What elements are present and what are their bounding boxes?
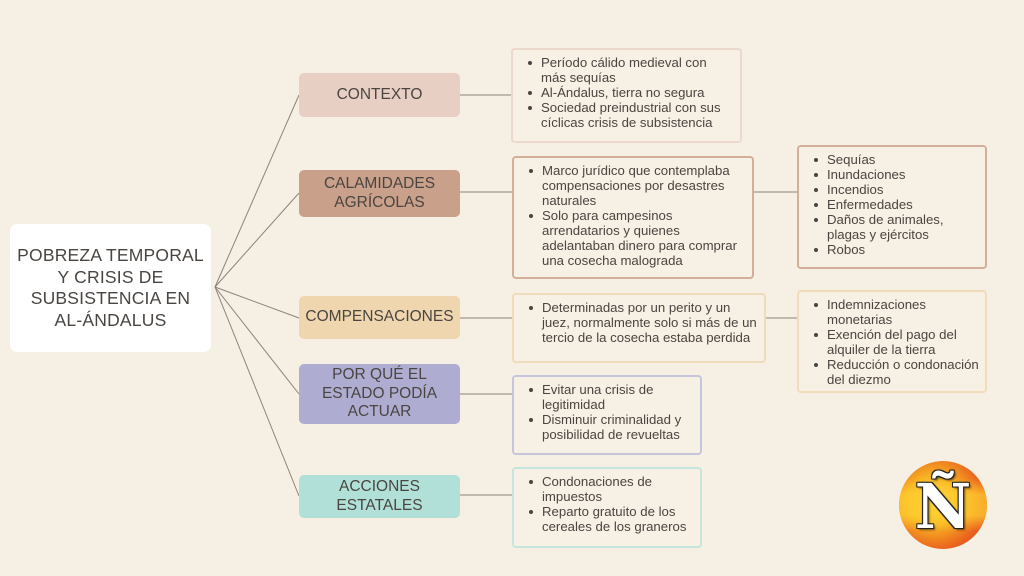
sub-detail-item: Daños de animales, plagas y ejércitos (814, 212, 979, 242)
sub-detail-item: Incendios (814, 182, 979, 197)
connector-main-por-que (214, 286, 300, 395)
category-compensaciones: COMPENSACIONES (299, 296, 460, 339)
category-contexto: CONTEXTO (299, 73, 460, 117)
connector-main-calamidades (214, 192, 300, 288)
sub-detail-item: Inundaciones (814, 167, 979, 182)
detail-item: Período cálido medieval con más sequías (528, 55, 734, 85)
sub-detail-item: Exención del pago del alquiler de la tie… (814, 327, 979, 357)
detail-item: Al-Ándalus, tierra no segura (528, 85, 734, 100)
enie-logo-icon: Ñ (899, 461, 987, 549)
details-calamidades: Marco jurídico que contemplaba compensac… (512, 156, 754, 279)
main-topic-label: POBREZA TEMPORAL Y CRISIS DE SUBSISTENCI… (17, 245, 204, 330)
sub-details-compensaciones: Indemnizaciones monetarias Exención del … (797, 290, 987, 393)
details-por-que: Evitar una crisis de legitimidad Disminu… (512, 375, 702, 455)
details-contexto: Período cálido medieval con más sequías … (511, 48, 742, 143)
sub-detail-item: Indemnizaciones monetarias (814, 297, 979, 327)
detail-item: Condonaciones de impuestos (529, 474, 694, 504)
sub-details-calamidades: Sequías Inundaciones Incendios Enfermeda… (797, 145, 987, 269)
connector-main-compensaciones (214, 286, 300, 319)
sub-detail-item: Sequías (814, 152, 979, 167)
detail-item: Reparto gratuito de los cereales de los … (529, 504, 694, 534)
sub-detail-item: Reducción o condonación del diezmo (814, 357, 979, 387)
detail-item: Disminuir criminalidad y posibilidad de … (529, 412, 694, 442)
detail-item: Determinadas por un perito y un juez, no… (529, 300, 757, 345)
sub-detail-item: Robos (814, 242, 979, 257)
details-compensaciones: Determinadas por un perito y un juez, no… (512, 293, 766, 363)
connector-main-contexto (214, 94, 300, 288)
detail-item: Solo para campesinos arrendatarios y qui… (529, 208, 746, 268)
detail-item: Evitar una crisis de legitimidad (529, 382, 694, 412)
detail-item: Marco jurídico que contemplaba compensac… (529, 163, 746, 208)
category-acciones-estatales: ACCIONES ESTATALES (299, 475, 460, 518)
detail-item: Sociedad preindustrial con sus cíclicas … (528, 100, 734, 130)
sub-detail-item: Enfermedades (814, 197, 979, 212)
category-calamidades-agricolas: CALAMIDADES AGRÍCOLAS (299, 170, 460, 217)
logo-glyph: Ñ (914, 470, 972, 543)
category-por-que-estado-actuar: POR QUÉ EL ESTADO PODÍA ACTUAR (299, 364, 460, 424)
details-acciones: Condonaciones de impuestos Reparto gratu… (512, 467, 702, 548)
connector-main-acciones (214, 286, 300, 497)
main-topic-node: POBREZA TEMPORAL Y CRISIS DE SUBSISTENCI… (10, 224, 211, 352)
